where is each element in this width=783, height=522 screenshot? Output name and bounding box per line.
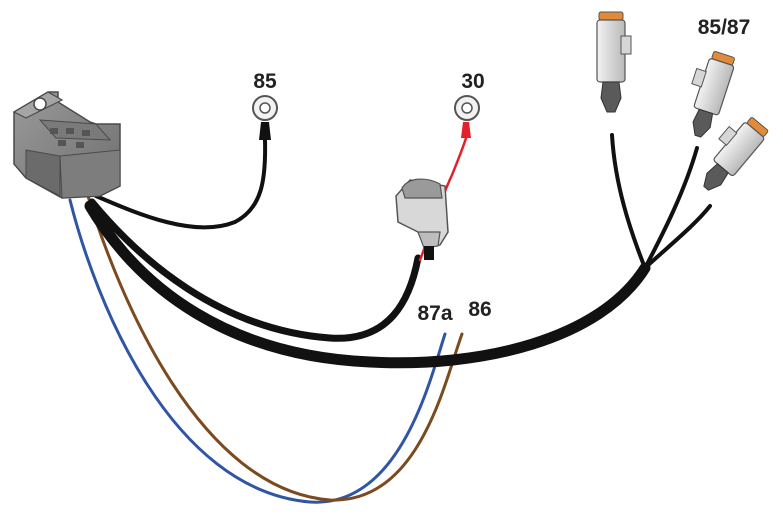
branch-wire-1 [610, 133, 647, 270]
relay-socket [12, 91, 121, 199]
wire-fuse-black [88, 198, 422, 342]
label-terminal-85: 85 [253, 70, 277, 93]
main-cable-black [84, 200, 651, 369]
wire-86-brown [86, 194, 464, 502]
connector-3 [703, 117, 769, 191]
wire-87a-blue [68, 198, 447, 504]
fuse-holder [395, 178, 449, 260]
branch-wire-2 [643, 146, 699, 270]
ring-terminal-30 [454, 95, 480, 138]
label-wire-86: 86 [468, 298, 491, 321]
label-wire-87a: 87a [417, 302, 452, 325]
wire-85-black [94, 138, 268, 230]
label-connectors-85-87: 85/87 [698, 16, 751, 39]
label-terminal-30: 30 [461, 70, 484, 93]
ring-terminal-85 [252, 95, 278, 140]
branch-wire-3 [643, 204, 712, 270]
connector-1 [596, 11, 632, 113]
connector-2 [691, 51, 735, 138]
